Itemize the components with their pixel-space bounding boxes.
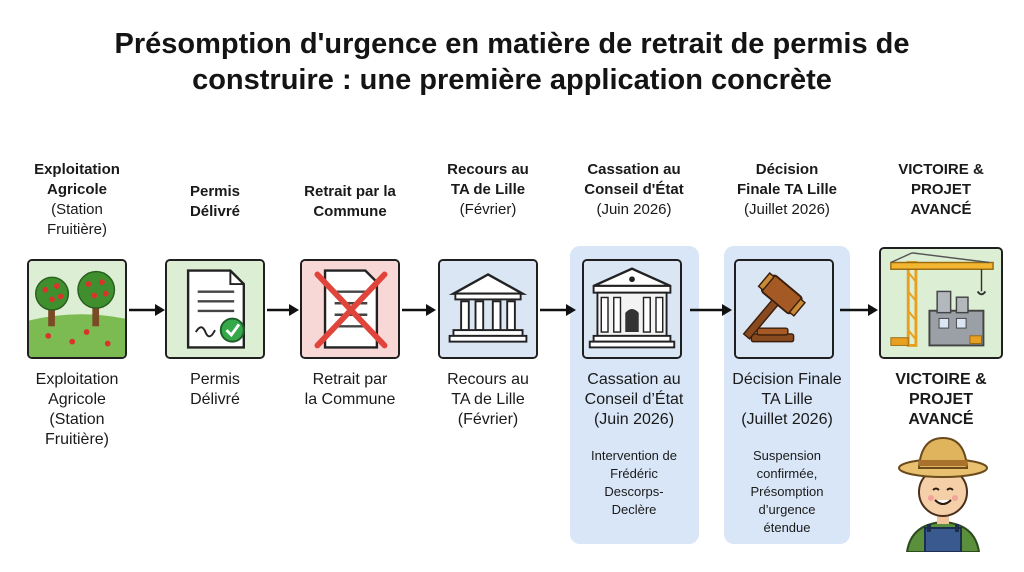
courthouse-icon bbox=[438, 259, 538, 359]
step-1-heading: Exploitation Agricole (Station Fruitière… bbox=[34, 161, 120, 238]
farmer-icon bbox=[893, 432, 993, 553]
arrow-icon bbox=[840, 304, 878, 316]
arrow-icon bbox=[540, 304, 576, 316]
step-7-label: VICTOIRE &PROJET AVANCÉ bbox=[895, 371, 987, 428]
arrow-icon bbox=[129, 304, 165, 316]
orchard-icon bbox=[27, 259, 127, 359]
council-of-state-icon bbox=[582, 259, 682, 359]
page-title: Présomption d'urgence en matière de retr… bbox=[0, 26, 1024, 98]
permit-document-icon bbox=[165, 259, 265, 359]
step-5-heading: Cassation au Conseil d'État (Juin 2026) bbox=[584, 161, 684, 218]
step-7-heading: VICTOIRE & PROJET AVANCÉ bbox=[898, 161, 984, 218]
arrow-icon bbox=[402, 304, 436, 316]
title-line-2: construire : une première application co… bbox=[192, 64, 832, 96]
step-2-heading: Permis Délivré bbox=[189, 183, 241, 220]
step-6-heading: Décision Finale TA Lille (Juillet 2026) bbox=[736, 161, 837, 218]
arrow-icon bbox=[690, 304, 732, 316]
arrow-icon bbox=[267, 304, 299, 316]
cancelled-document-icon bbox=[300, 259, 400, 359]
step-4-heading: Recours au TA de Lille (Février) bbox=[447, 161, 529, 218]
construction-crane-icon bbox=[879, 247, 1003, 359]
step-3-heading: Retrait par la Commune bbox=[304, 183, 396, 220]
gavel-icon bbox=[734, 259, 834, 359]
title-line-1: Présomption d'urgence en matière de retr… bbox=[114, 28, 910, 60]
